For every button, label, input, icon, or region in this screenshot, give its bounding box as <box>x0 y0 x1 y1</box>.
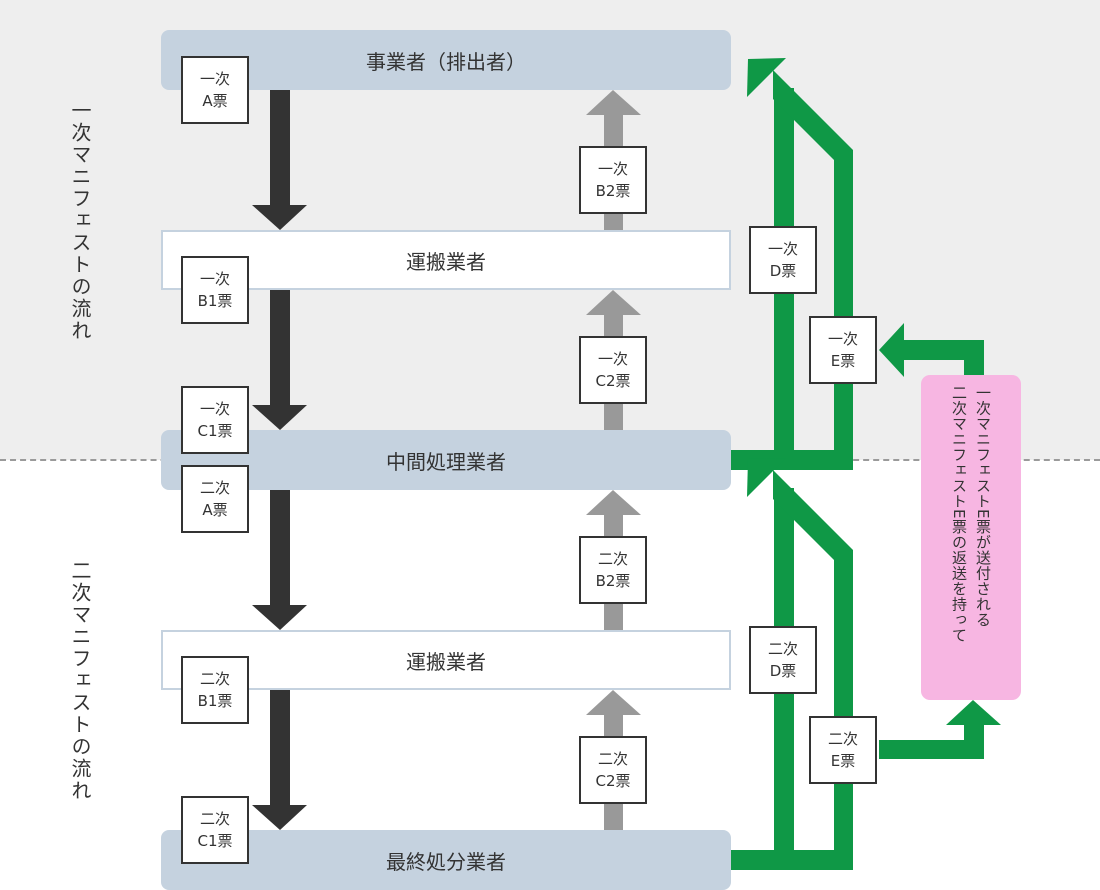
ticket-type: B1票 <box>197 692 233 710</box>
ticket-type: D票 <box>769 262 797 280</box>
ticket-type: C2票 <box>595 772 631 790</box>
party-transporter-2: 運搬業者 <box>161 630 731 690</box>
ticket-type: B1票 <box>197 292 233 310</box>
primary-final-return-arrows <box>731 58 853 470</box>
primary-green-diagonal <box>773 70 853 160</box>
party-intermediate-processor: 中間処理業者 <box>161 430 731 490</box>
party-label: 運搬業者 <box>406 249 486 274</box>
ticket-tier: 一次 <box>199 270 230 288</box>
ticket-primary-c2: 一次 C2票 <box>579 336 647 404</box>
ticket-primary-e: 一次 E票 <box>809 316 877 384</box>
ticket-primary-b1: 一次 B1票 <box>181 256 249 324</box>
ticket-secondary-c1: 二次 C1票 <box>181 796 249 864</box>
ticket-secondary-b2: 二次 B2票 <box>579 536 647 604</box>
party-label: 事業者（排出者） <box>366 49 526 74</box>
ticket-primary-d: 一次 D票 <box>749 226 817 294</box>
party-label: 最終処分業者 <box>386 849 506 874</box>
note-text-line-1: 二次マニフェストE票の返送を持って <box>950 385 968 643</box>
ticket-type: E票 <box>830 352 856 370</box>
ticket-secondary-c2: 二次 C2票 <box>579 736 647 804</box>
note-text-line-2: 一次マニフェストE票が送付される <box>974 385 992 628</box>
e-ticket-note: 二次マニフェストE票の返送を持って 一次マニフェストE票が送付される <box>921 375 1021 700</box>
ticket-tier: 一次 <box>597 160 628 178</box>
primary-green-e-shaft <box>834 152 853 460</box>
ticket-type: D票 <box>769 662 797 680</box>
ticket-type: A票 <box>202 501 228 519</box>
forward-arrow-3 <box>252 490 307 630</box>
party-generator: 事業者（排出者） <box>161 30 731 90</box>
party-transporter-1: 運搬業者 <box>161 230 731 290</box>
ticket-type: C2票 <box>595 372 631 390</box>
forward-arrow-4 <box>252 690 307 830</box>
ticket-tier: 一次 <box>597 350 628 368</box>
secondary-flow-label: 二次マニフェストの流れ <box>68 560 92 802</box>
secondary-green-diagonal <box>773 470 853 560</box>
forward-arrow-2 <box>252 290 307 430</box>
ticket-primary-c1: 一次 C1票 <box>181 386 249 454</box>
ticket-type: C1票 <box>197 422 233 440</box>
ticket-secondary-d: 二次 D票 <box>749 626 817 694</box>
ticket-type: A票 <box>202 92 228 110</box>
ticket-primary-a: 一次 A票 <box>181 56 249 124</box>
e-ticket-return-arrow <box>879 700 1001 759</box>
ticket-tier: 二次 <box>597 550 628 568</box>
ticket-type: E票 <box>830 752 856 770</box>
ticket-tier: 一次 <box>199 70 230 88</box>
ticket-tier: 一次 <box>827 330 858 348</box>
secondary-green-arrowhead <box>747 458 786 497</box>
ticket-tier: 一次 <box>767 240 798 258</box>
secondary-green-e-shaft <box>834 552 853 860</box>
party-label: 運搬業者 <box>406 649 486 674</box>
ticket-tier: 二次 <box>827 730 858 748</box>
ticket-tier: 二次 <box>199 810 230 828</box>
ticket-primary-b2: 一次 B2票 <box>579 146 647 214</box>
ticket-tier: 二次 <box>199 670 230 688</box>
ticket-tier: 二次 <box>767 640 798 658</box>
forward-arrow-1 <box>252 90 307 230</box>
party-label: 中間処理業者 <box>386 449 506 474</box>
ticket-tier: 二次 <box>597 750 628 768</box>
ticket-secondary-b1: 二次 B1票 <box>181 656 249 724</box>
e-ticket-forward-arrow <box>879 323 984 377</box>
ticket-tier: 二次 <box>199 479 230 497</box>
primary-flow-label: 一次マニフェストの流れ <box>68 100 92 342</box>
party-final-disposal: 最終処分業者 <box>161 830 731 890</box>
ticket-tier: 一次 <box>199 400 230 418</box>
primary-green-arrowhead <box>747 58 786 97</box>
ticket-secondary-e: 二次 E票 <box>809 716 877 784</box>
ticket-type: B2票 <box>595 572 631 590</box>
ticket-type: C1票 <box>197 832 233 850</box>
ticket-type: B2票 <box>595 182 631 200</box>
ticket-secondary-a: 二次 A票 <box>181 465 249 533</box>
